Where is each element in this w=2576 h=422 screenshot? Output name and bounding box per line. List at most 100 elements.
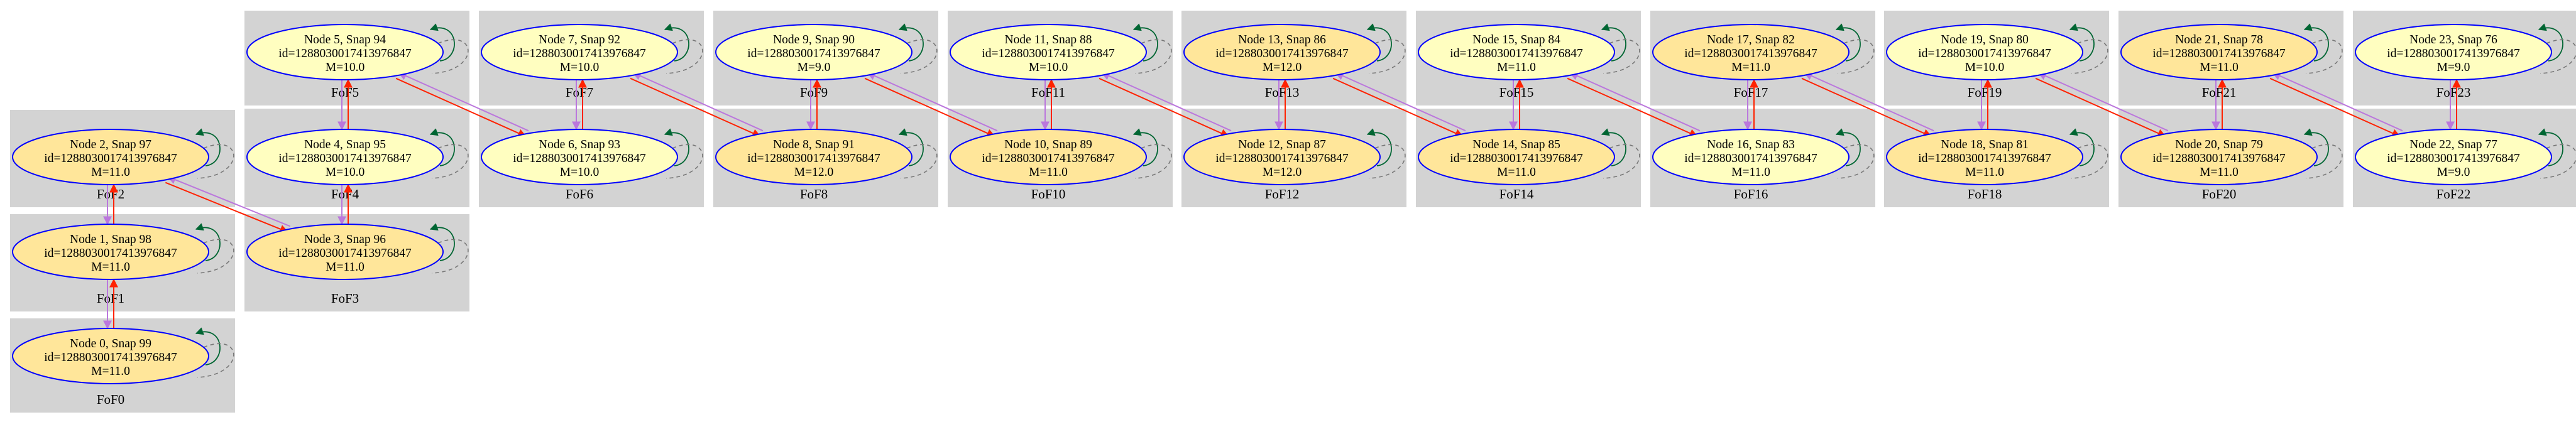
- edge-node21-node22: [2269, 72, 2403, 138]
- edge-node15-node16: [1567, 72, 1701, 138]
- node-title: Node 14, Snap 85: [1472, 138, 1560, 151]
- node-title: Node 10, Snap 89: [1004, 138, 1092, 151]
- node-id: id=1288030017413976847: [747, 47, 880, 60]
- edge-descendant-arrow: [165, 181, 289, 234]
- node-id: id=1288030017413976847: [513, 47, 646, 60]
- node-id: id=1288030017413976847: [278, 247, 412, 260]
- edge-node10-node11: [1041, 78, 1056, 131]
- node-title: Node 16, Snap 83: [1707, 138, 1795, 151]
- edge-node8-node9: [806, 78, 821, 131]
- self-loop-host-arrow: [429, 223, 455, 261]
- node-7: Node 7, Snap 92id=1288030017413976847M=1…: [481, 23, 703, 80]
- edge-node18-node19: [1977, 78, 1992, 131]
- cluster-label: FoF0: [97, 392, 124, 407]
- self-loop-dashed: [1603, 39, 1640, 74]
- self-loop-dashed: [431, 39, 469, 74]
- cluster-label: FoF21: [2202, 85, 2237, 100]
- edge-node20-node21: [2212, 78, 2227, 131]
- node-id: id=1288030017413976847: [44, 247, 177, 260]
- self-loop-dashed: [900, 39, 938, 74]
- edge-node14-node15: [1509, 78, 1524, 131]
- node-mass: M=11.0: [91, 166, 130, 179]
- self-loop-host-arrow: [429, 128, 455, 166]
- cluster-label: FoF11: [1031, 85, 1065, 100]
- node-mass: M=10.0: [326, 61, 364, 74]
- self-loop-dashed: [431, 144, 469, 179]
- edge-progenitor-arrow: [866, 72, 998, 132]
- cluster-label: FoF1: [97, 291, 124, 306]
- node-mass: M=11.0: [2200, 61, 2239, 74]
- edge-node11-node12: [1099, 72, 1232, 138]
- node-mass: M=11.0: [91, 365, 130, 378]
- node-11: Node 11, Snap 88id=1288030017413976847M=…: [950, 23, 1172, 80]
- self-loop-dashed: [2071, 39, 2108, 74]
- edge-descendant-arrow: [2269, 77, 2401, 138]
- node-ellipse: [2120, 24, 2318, 80]
- nodes-layer: Node 0, Snap 99id=1288030017413976847M=1…: [12, 23, 2576, 384]
- node-id: id=1288030017413976847: [2387, 152, 2520, 165]
- edge-progenitor-arrow: [1803, 72, 1934, 132]
- node-title: Node 0, Snap 99: [70, 337, 151, 350]
- cluster-label: FoF5: [331, 85, 359, 100]
- cluster-label: FoF8: [800, 187, 828, 202]
- edge-node9-node10: [864, 72, 998, 138]
- node-id: id=1288030017413976847: [278, 152, 412, 165]
- node-9: Node 9, Snap 90id=1288030017413976847M=9…: [715, 23, 938, 80]
- edge-node6-node7: [572, 78, 587, 131]
- cluster-label: FoF17: [1734, 85, 1768, 100]
- self-loop-host-arrow: [2069, 23, 2095, 62]
- self-loop-dashed: [1603, 144, 1640, 179]
- node-title: Node 19, Snap 80: [1941, 33, 2029, 46]
- self-loop-host-arrow: [2538, 23, 2563, 62]
- node-mass: M=11.0: [326, 261, 364, 274]
- node-13: Node 13, Snap 86id=1288030017413976847M=…: [1183, 23, 1406, 80]
- node-title: Node 15, Snap 84: [1472, 33, 1560, 46]
- node-ellipse: [246, 224, 444, 280]
- node-6: Node 6, Snap 93id=1288030017413976847M=1…: [481, 128, 703, 185]
- self-loop-host-arrow: [898, 128, 924, 166]
- edge-node19-node20: [2035, 72, 2169, 138]
- edge-descendant-arrow: [864, 77, 996, 138]
- self-loop-dashed: [2071, 144, 2108, 179]
- cluster-label: FoF3: [331, 291, 359, 306]
- self-loop-host-arrow: [664, 128, 689, 166]
- node-ellipse: [1183, 129, 1381, 185]
- edge-node17-node18: [1801, 72, 1934, 138]
- self-loop-dashed: [197, 239, 234, 274]
- cluster-label: FoF22: [2436, 187, 2471, 202]
- node-ellipse: [1886, 129, 2083, 185]
- edge-descendant-arrow: [1099, 77, 1230, 138]
- node-ellipse: [12, 129, 209, 185]
- edge-node5-node6: [395, 72, 529, 138]
- self-loop-host-arrow: [429, 23, 455, 62]
- node-mass: M=9.0: [797, 61, 831, 74]
- node-mass: M=11.0: [1497, 61, 1536, 74]
- node-mass: M=11.0: [1029, 166, 1068, 179]
- node-id: id=1288030017413976847: [1450, 47, 1583, 60]
- edge-node7-node8: [630, 72, 764, 138]
- node-id: id=1288030017413976847: [2152, 152, 2286, 165]
- node-title: Node 2, Snap 97: [70, 138, 151, 151]
- node-title: Node 17, Snap 82: [1707, 33, 1795, 46]
- self-loop-dashed: [900, 144, 938, 179]
- node-ellipse: [950, 24, 1147, 80]
- node-mass: M=10.0: [560, 61, 599, 74]
- node-5: Node 5, Snap 94id=1288030017413976847M=1…: [246, 23, 469, 80]
- node-4: Node 4, Snap 95id=1288030017413976847M=1…: [246, 128, 469, 185]
- node-mass: M=9.0: [2437, 61, 2470, 74]
- node-id: id=1288030017413976847: [982, 47, 1115, 60]
- cluster-label: FoF10: [1031, 187, 1066, 202]
- edge-progenitor-arrow: [397, 72, 529, 132]
- node-id: id=1288030017413976847: [747, 152, 880, 165]
- self-loop-dashed: [1134, 39, 1172, 74]
- self-loop-host-arrow: [1835, 128, 1861, 166]
- cluster-label: FoF12: [1265, 187, 1300, 202]
- node-id: id=1288030017413976847: [44, 351, 177, 364]
- node-ellipse: [246, 24, 444, 80]
- edge-progenitor-arrow: [632, 72, 764, 132]
- edge-descendant-arrow: [630, 77, 762, 138]
- self-loop-host-arrow: [2303, 23, 2329, 62]
- cluster-label: FoF9: [800, 85, 828, 100]
- node-17: Node 17, Snap 82id=1288030017413976847M=…: [1652, 23, 1875, 80]
